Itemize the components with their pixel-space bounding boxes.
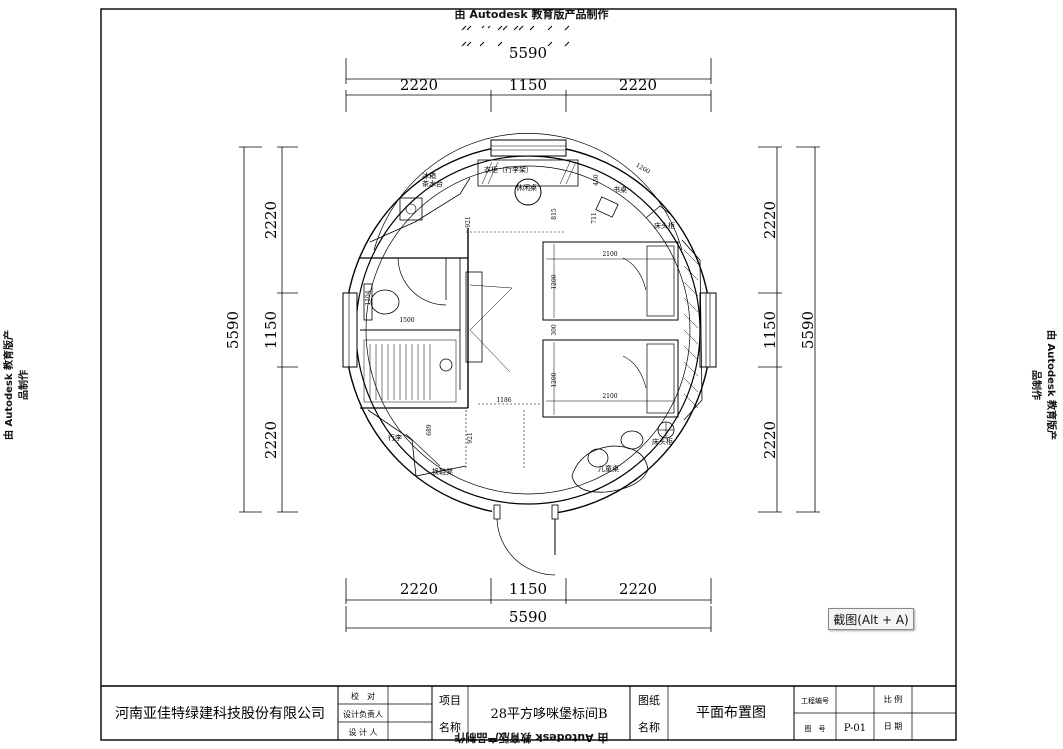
dim-1104: 1104 xyxy=(365,290,372,305)
bed-top xyxy=(542,241,679,321)
dim-921-top: 921 xyxy=(465,216,472,227)
dim-bed-bottom-length: 2100 xyxy=(602,393,617,400)
screenshot-button[interactable]: 截图(Alt + A) xyxy=(828,608,914,630)
label-tea-table: 休闲桌 xyxy=(516,183,537,192)
dim-815: 815 xyxy=(551,208,558,220)
title-designer-label: 设 计 人 xyxy=(348,727,377,737)
tea-table xyxy=(514,178,542,206)
toilet xyxy=(363,283,400,321)
dim-450: 450 xyxy=(593,174,600,186)
label-luggage: 行李 xyxy=(388,433,402,442)
dim-right-bottom: 2220 xyxy=(761,421,779,459)
dim-711: 711 xyxy=(591,212,598,223)
dim-corridor: 1186 xyxy=(496,397,511,404)
kids-table xyxy=(571,445,649,493)
title-project-label-2: 名称 xyxy=(439,720,461,734)
dim-689: 689 xyxy=(426,424,433,436)
dim-left-mid: 1150 xyxy=(262,311,280,349)
dim-right-mid: 1150 xyxy=(761,311,779,349)
dim-bottom-total: 5590 xyxy=(509,608,547,626)
title-drawing-no-label: 图 号 xyxy=(805,725,826,733)
watermark-top: 由 Autodesk 教育版产品制作 xyxy=(454,8,609,21)
dim-top-mid: 1150 xyxy=(509,76,547,94)
dim-right-total: 5590 xyxy=(799,311,817,349)
door-opening xyxy=(492,505,558,519)
dim-1200-arc: 1200 xyxy=(634,162,651,176)
dashed-guides xyxy=(465,231,566,470)
label-nightstand-bottom: 床头柜 xyxy=(652,437,673,446)
shower-tray xyxy=(363,339,457,403)
label-cabinet: 衣柜（行李架） xyxy=(484,165,533,174)
right-hatch xyxy=(681,239,703,421)
kids-stool-2 xyxy=(620,430,644,450)
label-kids-table: 儿童桌 xyxy=(598,464,619,473)
window-top xyxy=(490,139,567,157)
cabinet-top xyxy=(477,159,579,187)
title-drawing-no: P-01 xyxy=(844,723,866,734)
title-drawing-label-2: 名称 xyxy=(638,720,660,734)
bathroom-walls xyxy=(360,228,469,409)
dim-bed-top-length: 2100 xyxy=(602,251,617,258)
label-fridge-tea: 冰箱茶水台 xyxy=(422,171,443,188)
dim-bottom-right: 2220 xyxy=(619,580,657,598)
bed-dims xyxy=(546,244,676,415)
wardrobe-x xyxy=(469,284,513,373)
dim-left-bottom: 2220 xyxy=(262,421,280,459)
title-project-name: 28平方哆咪堡标间B xyxy=(490,706,607,722)
label-shoe-bench: 换鞋凳 xyxy=(432,467,453,476)
title-company: 河南亚佳特绿建科技股份有限公司 xyxy=(115,706,325,722)
dim-top-left: 2220 xyxy=(400,76,438,94)
title-project-label-1: 项目 xyxy=(439,694,461,707)
dim-bed-bottom-width: 1200 xyxy=(551,372,558,387)
dim-left-total: 5590 xyxy=(224,311,242,349)
title-drawing-label-1: 图纸 xyxy=(638,694,660,707)
dim-right-top: 2220 xyxy=(761,201,779,239)
dim-left-top: 2220 xyxy=(262,201,280,239)
bed-bottom xyxy=(542,339,679,418)
desk-chair xyxy=(595,196,619,218)
shower-drain xyxy=(439,358,453,372)
title-designer-lead-label: 设计负责人 xyxy=(343,709,383,719)
cabinet-hatch xyxy=(481,161,577,185)
dim-top-total: 5590 xyxy=(509,44,547,62)
drawing-frame xyxy=(100,8,957,741)
door-swing xyxy=(496,518,556,576)
right-dimension-lines xyxy=(758,146,820,513)
left-dimension-lines xyxy=(239,146,298,513)
bottom-dimension-lines xyxy=(345,578,712,632)
tv-panel xyxy=(465,271,483,363)
window-left xyxy=(342,292,358,368)
dim-bath: 1500 xyxy=(399,317,414,324)
title-block xyxy=(101,685,956,740)
title-project-no-label: 工程编号 xyxy=(801,696,829,705)
dim-bed-gap: 300 xyxy=(551,324,558,336)
dim-top-right: 2220 xyxy=(619,76,657,94)
dim-bottom-mid: 1150 xyxy=(509,580,547,598)
dim-bed-top-width: 1200 xyxy=(551,274,558,289)
dim-921-bottom: 921 xyxy=(467,432,474,443)
label-desk: 书桌 xyxy=(613,185,627,194)
window-right xyxy=(699,292,717,368)
title-scale-label: 比 例 xyxy=(884,694,903,704)
title-date-label: 日 期 xyxy=(884,722,903,731)
label-nightstand-top: 床头柜 xyxy=(654,221,675,230)
top-dimension-lines xyxy=(345,58,712,112)
sink xyxy=(399,197,423,221)
dim-bottom-left: 2220 xyxy=(400,580,438,598)
title-drawing-name: 平面布置图 xyxy=(696,705,766,721)
title-check-label: 校 对 xyxy=(351,691,375,701)
kids-stool-1 xyxy=(587,448,609,468)
garbled-marks xyxy=(461,25,570,47)
